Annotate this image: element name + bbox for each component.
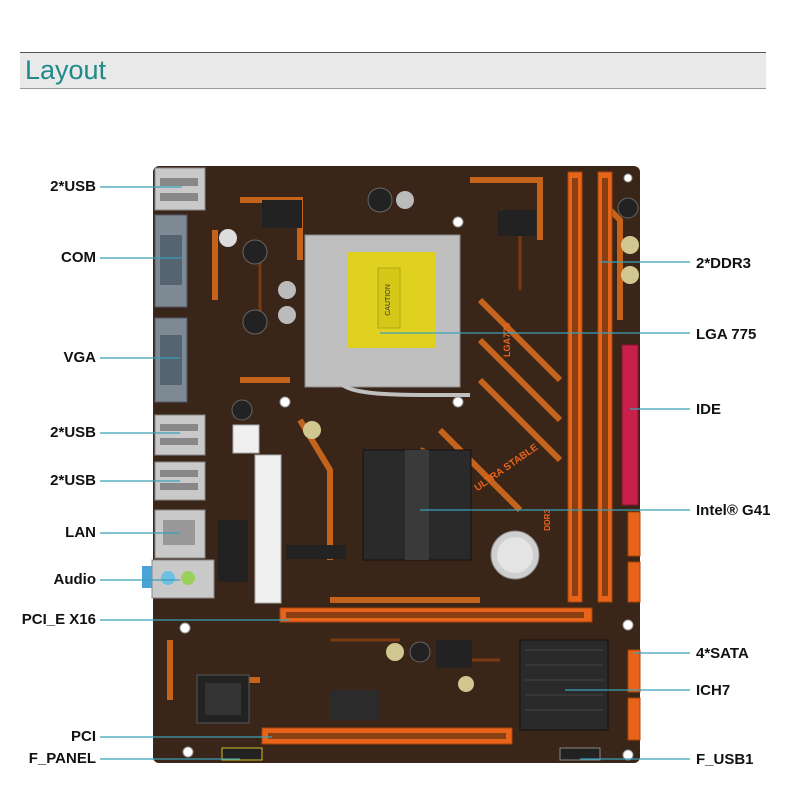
label-ide: IDE xyxy=(696,401,722,418)
label-intel-g41: Intel® G41 xyxy=(696,502,771,519)
label-lan: LAN xyxy=(65,524,96,541)
label-f-usb1: F_USB1 xyxy=(696,751,754,768)
label-sata: 4*SATA xyxy=(696,645,749,662)
section-title: Layout xyxy=(25,55,107,85)
section-header: Layout xyxy=(20,52,766,89)
label-ich7: ICH7 xyxy=(696,682,731,699)
label-pci: PCI xyxy=(70,728,96,745)
ddr3-mark: DDR3 xyxy=(543,509,552,531)
label-pcie-x16: PCI_E X16 xyxy=(21,611,96,628)
sata-connectors xyxy=(627,511,641,741)
usb-port-top xyxy=(154,167,206,211)
label-f-panel: F_PANEL xyxy=(28,750,96,767)
ide-connector xyxy=(621,344,639,506)
southbridge-heatsink xyxy=(519,639,609,731)
mount-holes xyxy=(179,173,634,761)
pcb-traces xyxy=(167,177,623,700)
label-ddr3: 2*DDR3 xyxy=(696,255,752,272)
front-usb-header xyxy=(559,747,601,761)
lga-mark: LGA775 xyxy=(502,323,512,357)
front-panel-header xyxy=(221,747,263,761)
label-audio: Audio xyxy=(53,571,97,588)
socket-caution-text: CAUTION xyxy=(385,284,392,316)
leader-lines-left xyxy=(100,186,290,760)
label-com: COM xyxy=(61,249,96,266)
label-usb-mid: 2*USB xyxy=(50,424,96,441)
label-usb-low: 2*USB xyxy=(50,472,96,489)
atx-power-connector xyxy=(254,454,282,604)
capacitors xyxy=(219,187,639,692)
label-usb-top: 2*USB xyxy=(50,178,96,195)
leader-lines-right xyxy=(380,261,690,760)
cpu-power-connector xyxy=(232,424,260,454)
usb-port-mid xyxy=(154,414,206,456)
label-vga: VGA xyxy=(63,349,96,366)
label-lga775: LGA 775 xyxy=(696,326,757,343)
